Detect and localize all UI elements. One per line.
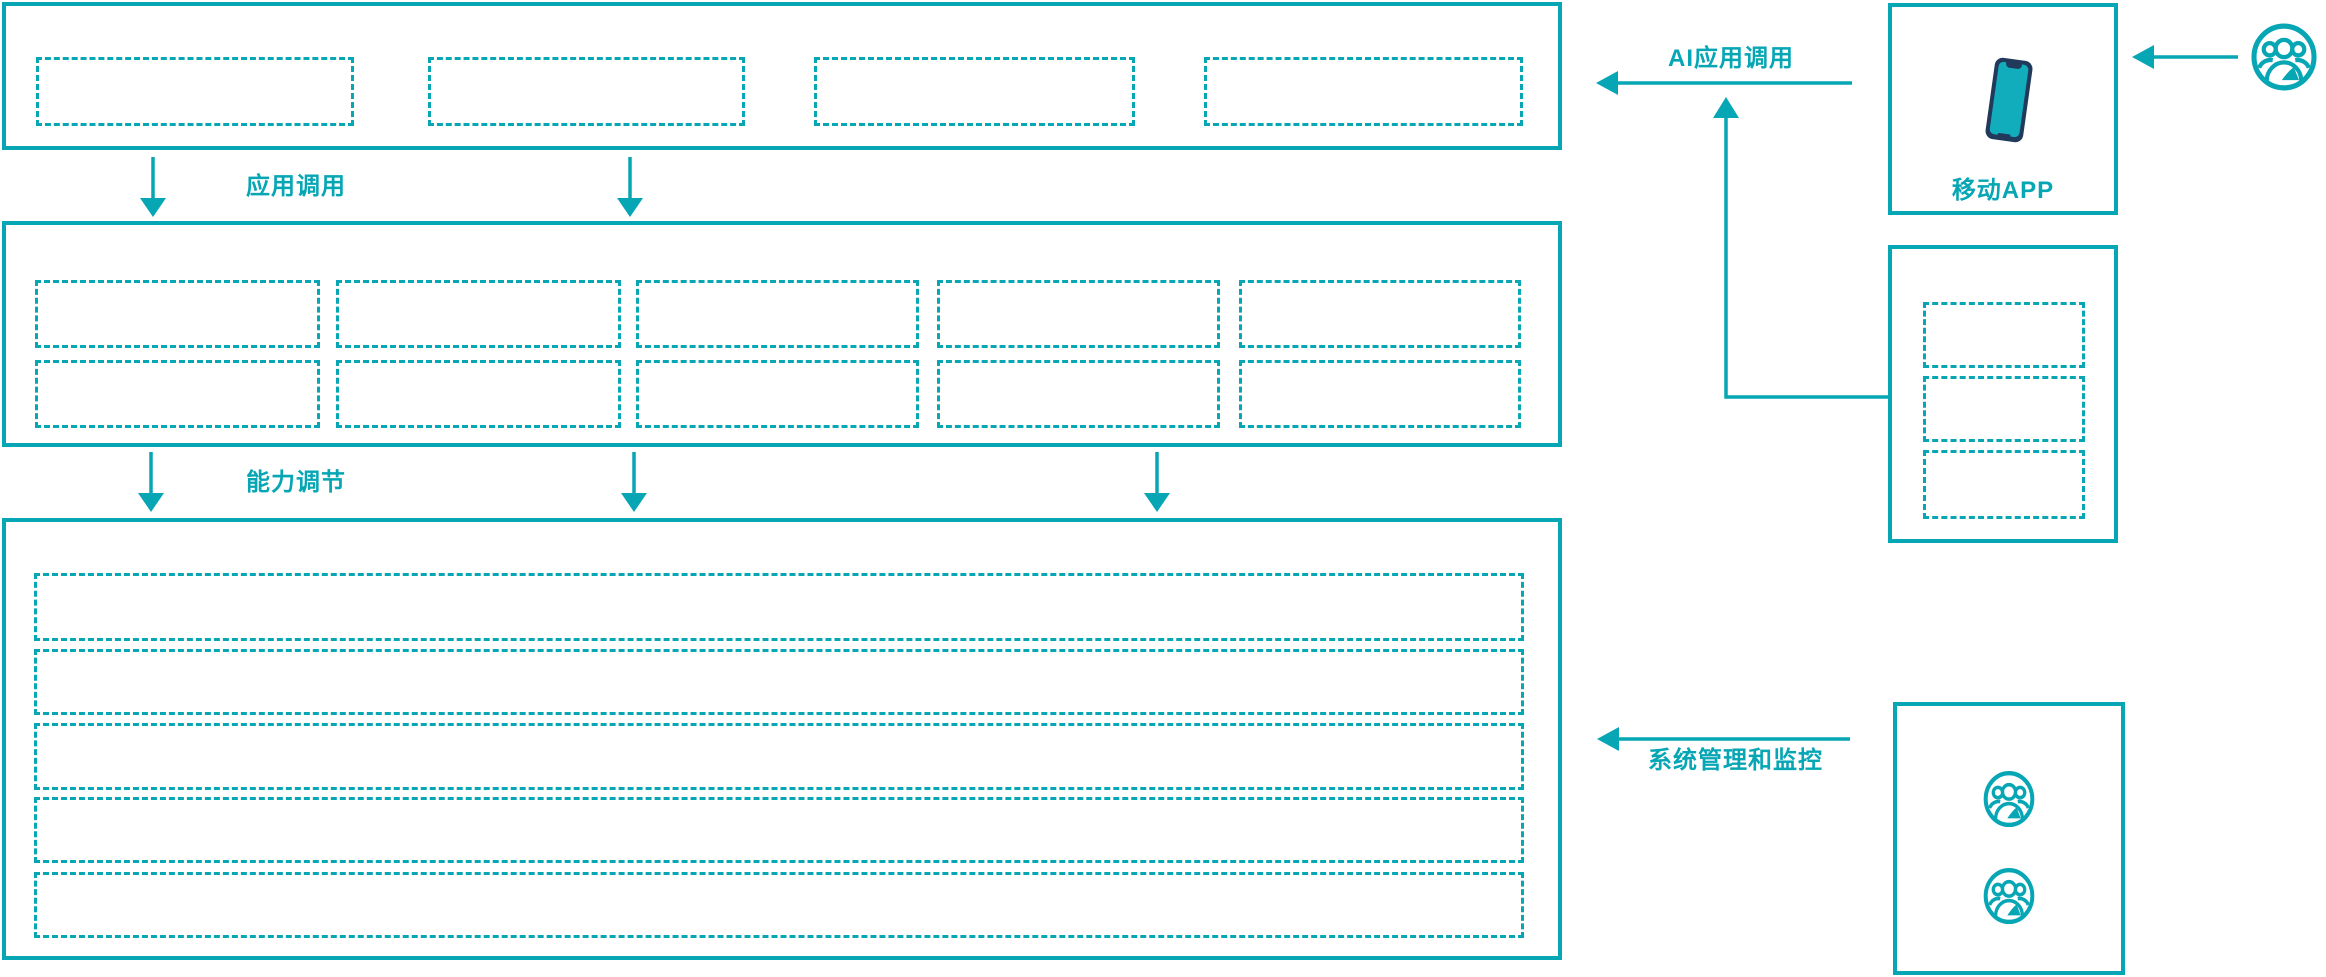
users-icon <box>2248 20 2320 94</box>
arrow-user-to-mobile <box>2132 45 2238 69</box>
placeholder-row <box>34 797 1524 863</box>
ai-app-call-label: AI应用调用 <box>1668 45 1794 72</box>
placeholder-box <box>36 57 354 126</box>
arrow-ai-app-call <box>1596 71 1852 95</box>
placeholder-box <box>336 280 621 348</box>
arrow-app-call-1 <box>140 157 166 217</box>
arrow-mobile-to-ai <box>1713 97 1888 399</box>
placeholder-box <box>35 360 320 428</box>
arrow-app-call-2 <box>617 157 643 217</box>
placeholder-box <box>1923 302 2085 368</box>
phone-home-indicator <box>1997 132 2011 138</box>
application-layer-panel <box>2 2 1562 150</box>
placeholder-row <box>34 872 1524 938</box>
mobile-phone-icon <box>1984 56 2034 144</box>
mobile-app-label: 移动APP <box>1951 177 2055 204</box>
placeholder-row <box>34 723 1524 790</box>
capability-layer-panel <box>2 221 1562 447</box>
phone-screen <box>1989 61 2030 138</box>
app-call-label: 应用调用 <box>246 173 346 200</box>
arrow-capability-2 <box>621 452 647 512</box>
placeholder-box <box>1923 376 2085 442</box>
placeholder-box <box>1923 450 2085 519</box>
capability-adjust-label: 能力调节 <box>246 469 346 496</box>
mobile-app-panel: 移动APP <box>1888 3 2118 215</box>
placeholder-box <box>814 57 1135 126</box>
arrow-capability-1 <box>138 452 164 512</box>
placeholder-box <box>636 360 919 428</box>
placeholder-box <box>1239 360 1521 428</box>
placeholder-box <box>336 360 621 428</box>
users-icon <box>1981 768 2037 830</box>
placeholder-box <box>937 360 1220 428</box>
placeholder-box <box>1239 280 1521 348</box>
placeholder-box <box>636 280 919 348</box>
system-monitor-panel <box>1893 702 2125 975</box>
system-monitor-label: 系统管理和监控 <box>1648 747 1823 774</box>
placeholder-box <box>428 57 745 126</box>
placeholder-row <box>34 649 1524 715</box>
placeholder-box <box>1204 57 1523 126</box>
arrow-capability-3 <box>1144 452 1170 512</box>
placeholder-box <box>937 280 1220 348</box>
placeholder-row <box>34 573 1524 641</box>
platform-layer-panel <box>2 518 1562 960</box>
placeholder-box <box>35 280 320 348</box>
users-icon <box>1981 865 2037 927</box>
mobile-services-panel <box>1888 245 2118 543</box>
